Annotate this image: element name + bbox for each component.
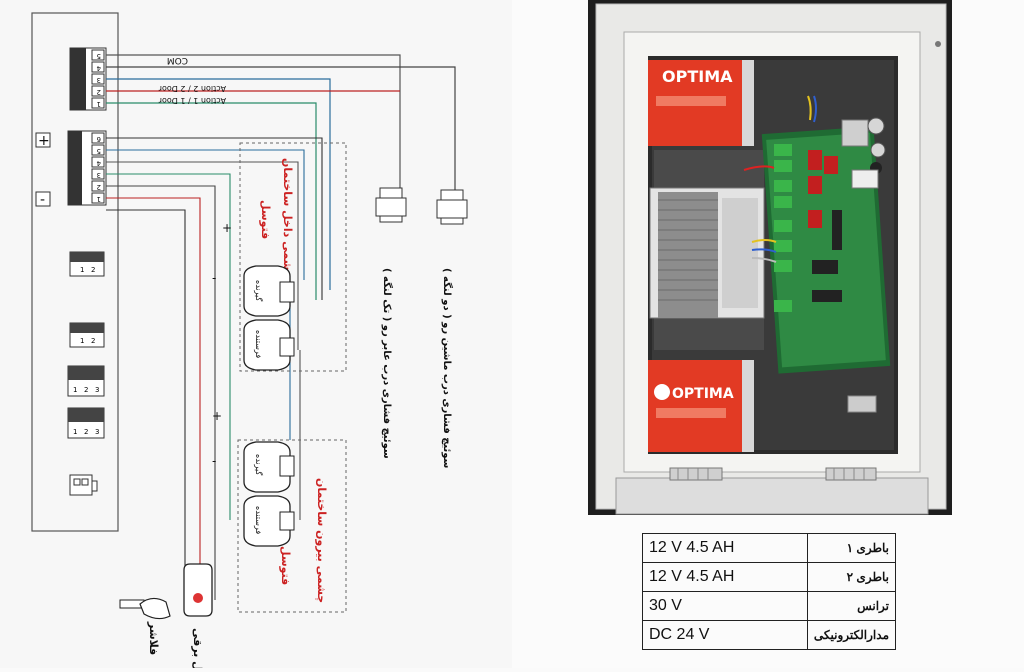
svg-text:2: 2 xyxy=(91,266,95,274)
controller-board-outline xyxy=(31,12,119,532)
label-photocell-outside: فتوسل xyxy=(279,546,292,585)
spec-value: DC 24 V xyxy=(642,620,808,650)
inside-photocell-group xyxy=(239,142,347,372)
top-terminal-num: 4 xyxy=(96,64,101,72)
small-terminal-d: 1 2 3 xyxy=(67,407,105,439)
wiring-diagram: 5 4 3 2 1 + - 6 5 4 3 2 1 1 2 xyxy=(0,0,512,672)
battery-brand: OPTIMA xyxy=(672,386,734,402)
top-terminal-block: 5 4 3 2 1 xyxy=(69,47,107,111)
label-electric-lock: قفل برقی xyxy=(191,628,204,668)
label-action2: Action 2 / 2 Door xyxy=(158,84,226,93)
label-inside-group: چشمی داخل ساختمان xyxy=(281,158,294,279)
label-switch-single: سوئیچ فشاری درب عابر رو ( تک لنگه ) xyxy=(381,268,394,459)
mid-terminal-num: 3 xyxy=(97,171,101,179)
top-wires xyxy=(106,54,456,300)
mid-terminal-num: 6 xyxy=(96,135,101,143)
sensor-label: فرستنده xyxy=(254,506,263,534)
top-terminal-num: 1 xyxy=(97,100,101,108)
spec-label: مدارالکترونیکی xyxy=(806,620,897,650)
spec-value: 12 V 4.5 AH xyxy=(642,533,808,563)
plus-sign: + xyxy=(38,133,50,149)
label-action1: Action 1 / 1 Door xyxy=(158,96,226,105)
hinge-left xyxy=(669,467,723,481)
small-terminal-c: 1 2 3 xyxy=(67,365,105,397)
spec-row: 12 V 4.5 AH باطری ۲ xyxy=(642,562,897,592)
svg-text:2: 2 xyxy=(84,428,88,436)
svg-text:1: 1 xyxy=(80,337,84,345)
svg-text:1: 1 xyxy=(80,266,84,274)
spec-label: باطری ۱ xyxy=(806,533,897,563)
label-photocell-inside: فتوسل xyxy=(259,200,272,239)
mid-terminal-num: 2 xyxy=(97,183,101,191)
mid-terminal-block: 6 5 4 3 2 1 xyxy=(67,130,107,206)
svg-text:3: 3 xyxy=(95,386,99,394)
flasher-icon xyxy=(119,597,171,620)
svg-text:2: 2 xyxy=(91,337,95,345)
minus-box xyxy=(35,191,51,207)
wire-plus-marker: + xyxy=(222,221,232,235)
top-terminal-num: 5 xyxy=(97,52,101,60)
spec-label: باطری ۲ xyxy=(806,562,897,592)
mid-terminal-num: 4 xyxy=(96,159,101,167)
plus-box xyxy=(35,132,51,148)
transformer xyxy=(649,187,765,319)
label-flasher: فلاشر xyxy=(147,621,160,655)
top-terminal-num: 3 xyxy=(97,76,101,84)
svg-text:3: 3 xyxy=(95,428,99,436)
top-terminal-num: 2 xyxy=(97,88,101,96)
outside-photocell-group xyxy=(237,439,347,613)
specifications-table: 12 V 4.5 AH باطری ۱ 12 V 4.5 AH باطری ۲ … xyxy=(642,533,897,650)
circuit-board xyxy=(761,117,891,374)
sensor-label: گیرنده xyxy=(254,454,264,475)
minus-sign: - xyxy=(40,192,45,208)
screw-hole xyxy=(935,41,941,47)
inside-receiver-icon: گیرنده xyxy=(243,265,295,317)
label-outside-group: چشمی بیرون ساختمان xyxy=(315,478,328,603)
spec-value: 12 V 4.5 AH xyxy=(642,562,808,592)
control-box-illustration: OPTIMA OPTIMA xyxy=(588,0,952,515)
cable-clamp xyxy=(847,395,877,413)
enclosure-bottom-lip xyxy=(615,477,929,515)
spec-row: 12 V 4.5 AH باطری ۱ xyxy=(642,533,897,563)
push-switch-double xyxy=(436,189,468,225)
battery-brand: OPTIMA xyxy=(662,67,733,86)
mid-wires xyxy=(106,137,323,600)
svg-text:1: 1 xyxy=(73,386,77,394)
inside-transmitter-icon: فرستنده xyxy=(243,319,295,371)
battery-top: OPTIMA xyxy=(648,60,754,146)
label-com: COM xyxy=(167,55,188,65)
spec-row: 30 V ترانس xyxy=(642,591,897,621)
spec-value: 30 V xyxy=(642,591,808,621)
spec-label: ترانس xyxy=(806,591,897,621)
mid-terminal-num: 5 xyxy=(97,147,101,155)
svg-text:2: 2 xyxy=(84,386,88,394)
label-switch-double: سوئیچ فشاری درب ماشین رو ( دو لنگه ) xyxy=(441,268,454,469)
sensor-label: فرستنده xyxy=(254,330,263,358)
mid-terminal-num: 1 xyxy=(97,195,101,203)
wiring-diagram-svg: 5 4 3 2 1 + - 6 5 4 3 2 1 1 2 xyxy=(31,12,468,672)
svg-text:1: 1 xyxy=(73,428,77,436)
push-switch-single xyxy=(375,187,407,223)
hinge-right xyxy=(825,467,877,481)
spec-row: DC 24 V مدارالکترونیکی xyxy=(642,620,897,650)
internal-wires xyxy=(743,95,817,263)
connector-icon xyxy=(69,474,98,496)
battery-bottom: OPTIMA xyxy=(648,360,754,452)
outside-receiver-icon: گیرنده xyxy=(243,441,295,493)
small-terminal-a: 1 2 xyxy=(69,251,105,277)
electric-lock-icon xyxy=(183,563,213,617)
wire-minus-marker: - xyxy=(212,271,216,285)
outside-transmitter-icon: فرستنده xyxy=(243,495,295,547)
wire-plus-marker: + xyxy=(212,409,222,423)
wire-minus-marker: - xyxy=(212,454,216,468)
small-terminal-b: 1 2 xyxy=(69,322,105,348)
sensor-label: گیرنده xyxy=(254,280,264,301)
